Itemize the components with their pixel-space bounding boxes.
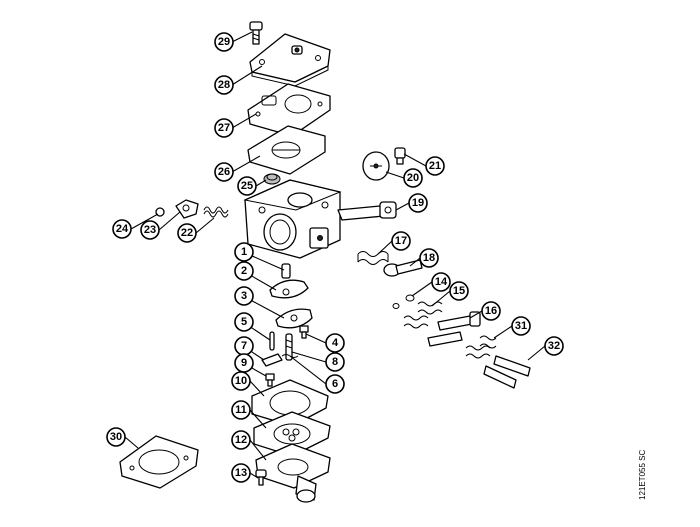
svg-text:24: 24 (116, 223, 129, 235)
callout-29: 29 (214, 32, 234, 52)
callout-1: 1 (234, 242, 254, 262)
part-screw-4 (299, 325, 309, 339)
svg-text:27: 27 (218, 122, 230, 134)
callout-17: 17 (391, 231, 411, 251)
part-carburetor-body (243, 179, 342, 259)
svg-text:29: 29 (218, 36, 230, 48)
callout-13: 13 (231, 463, 251, 483)
part-gasket-27 (247, 83, 331, 137)
svg-text:11: 11 (235, 404, 247, 416)
reference-code: 121ET055 SC (638, 450, 647, 500)
part-lever-6 (285, 333, 293, 361)
svg-text:32: 32 (548, 340, 560, 352)
svg-text:28: 28 (218, 79, 230, 91)
callout-22: 22 (177, 223, 197, 243)
part-screw-21 (394, 147, 406, 165)
part-lever-7 (261, 353, 283, 367)
part-needle-16 (427, 311, 481, 347)
part-pump-cover-12 (255, 443, 331, 503)
svg-text:12: 12 (235, 434, 247, 446)
svg-text:23: 23 (144, 224, 156, 236)
leader-lines (124, 31, 546, 479)
part-pin-5 (269, 331, 275, 351)
part-cover-plate-28 (249, 33, 331, 87)
callout-11: 11 (231, 400, 251, 420)
callout-24: 24 (112, 219, 132, 239)
svg-text:16: 16 (485, 305, 497, 317)
svg-text:8: 8 (332, 356, 338, 368)
svg-text:25: 25 (241, 180, 253, 192)
part-gasket-30 (119, 435, 199, 489)
callout-2: 2 (234, 261, 254, 281)
svg-text:17: 17 (395, 235, 407, 247)
callout-18: 18 (419, 248, 439, 268)
part-screw-13 (255, 469, 267, 486)
svg-text:30: 30 (110, 431, 122, 443)
callout-15: 15 (449, 281, 469, 301)
callout-8: 8 (325, 352, 345, 372)
svg-text:1: 1 (241, 246, 247, 258)
svg-text:2: 2 (241, 265, 247, 277)
callout-5: 5 (234, 312, 254, 332)
svg-text:22: 22 (181, 227, 193, 239)
callout-26: 26 (214, 162, 234, 182)
callout-21: 21 (425, 156, 445, 176)
part-needle-32 (483, 355, 531, 389)
part-throttle-disc-20 (362, 151, 390, 181)
svg-text:18: 18 (423, 252, 435, 264)
callout-12: 12 (231, 430, 251, 450)
callout-27: 27 (214, 118, 234, 138)
callout-16: 16 (481, 301, 501, 321)
callout-19: 19 (408, 193, 428, 213)
part-spring-22 (203, 206, 229, 218)
callout-9: 9 (234, 353, 254, 373)
svg-text:19: 19 (412, 197, 424, 209)
callout-32: 32 (544, 336, 564, 356)
svg-text:26: 26 (218, 166, 230, 178)
svg-text:7: 7 (241, 340, 247, 352)
svg-text:20: 20 (407, 172, 419, 184)
callout-6: 6 (325, 374, 345, 394)
part-oring-14 (392, 294, 415, 309)
part-valve-25 (263, 173, 281, 185)
callout-4: 4 (325, 333, 345, 353)
callout-31: 31 (511, 316, 531, 336)
part-screw-9 (265, 373, 275, 387)
callout-14: 14 (431, 272, 451, 292)
part-spring-31 (465, 335, 497, 359)
part-diaphragm-11 (253, 411, 331, 457)
part-screw-29 (249, 21, 263, 45)
part-screw-18 (383, 259, 423, 277)
svg-text:4: 4 (332, 337, 339, 349)
svg-text:5: 5 (241, 316, 247, 328)
svg-text:6: 6 (332, 378, 338, 390)
part-spring-15 (403, 301, 443, 329)
callout-23: 23 (140, 220, 160, 240)
part-diaphragm-26 (247, 125, 326, 175)
part-gasket-10 (251, 379, 329, 427)
svg-text:14: 14 (435, 276, 448, 288)
callout-10: 10 (231, 371, 251, 391)
callout-20: 20 (403, 168, 423, 188)
svg-text:15: 15 (453, 285, 465, 297)
callout-7: 7 (234, 336, 254, 356)
svg-text:13: 13 (235, 467, 247, 479)
part-valve-1 (281, 263, 291, 279)
callout-3: 3 (234, 286, 254, 306)
part-shaft-19 (337, 201, 397, 221)
svg-text:10: 10 (235, 375, 247, 387)
part-lever-23 (175, 199, 199, 219)
part-plate-3 (275, 308, 313, 329)
callout-28: 28 (214, 75, 234, 95)
svg-text:3: 3 (241, 290, 247, 302)
part-spring-17 (357, 251, 389, 265)
callout-25: 25 (237, 176, 257, 196)
svg-text:31: 31 (515, 320, 527, 332)
svg-text:9: 9 (241, 357, 247, 369)
part-plate-2 (269, 279, 309, 299)
svg-text:21: 21 (429, 160, 441, 172)
callout-30: 30 (106, 427, 126, 447)
